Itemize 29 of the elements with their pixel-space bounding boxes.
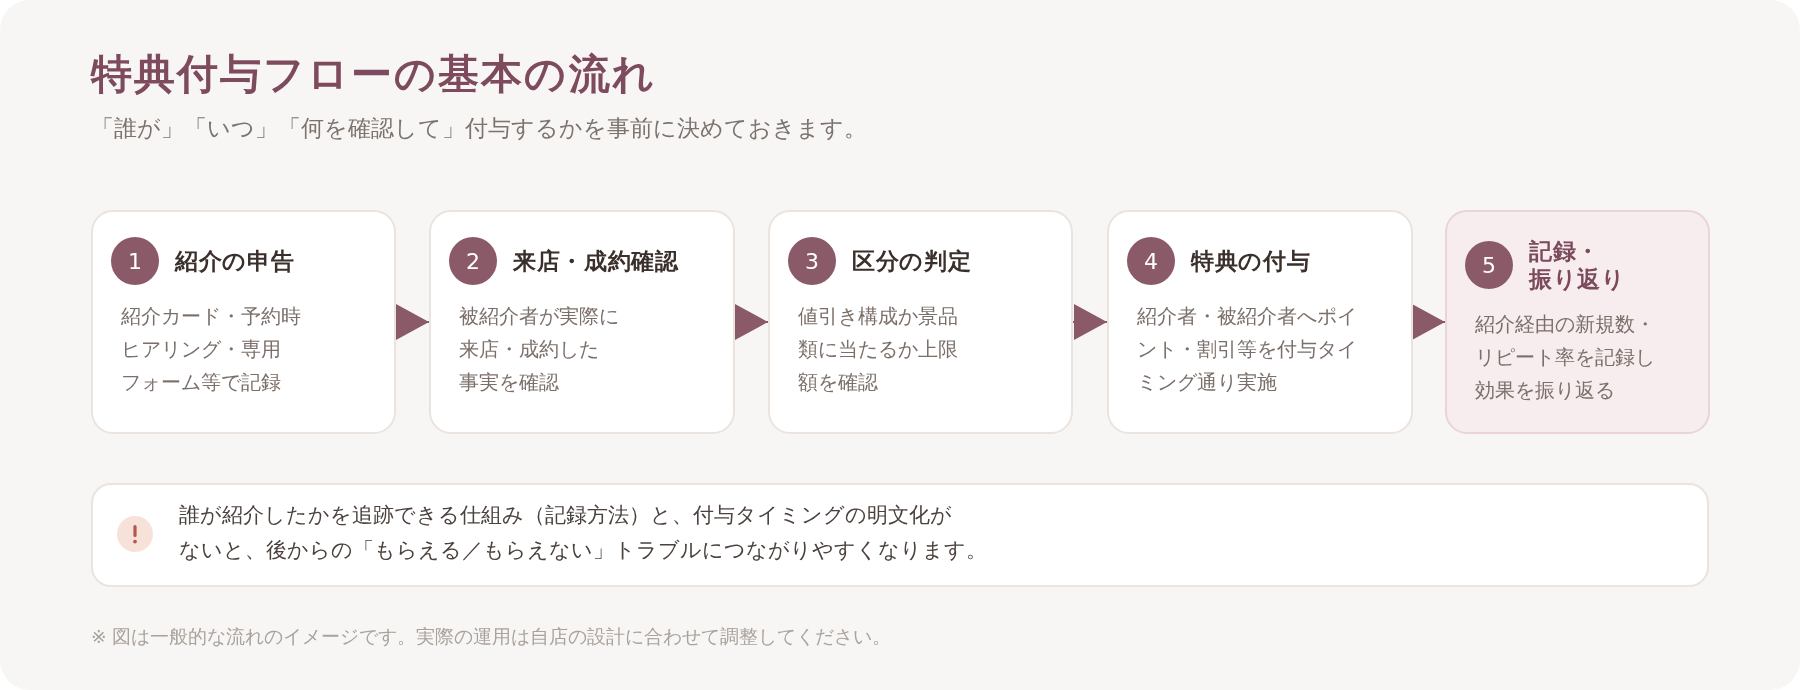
- step-description: 被紹介者が実際に来店・成約した事実を確認: [459, 304, 620, 396]
- footnote: ※ 図は一般的な流れのイメージです。実際の運用は自店の設計に合わせて調整してください。: [91, 625, 892, 649]
- arrow: [1412, 304, 1446, 340]
- arrow: [734, 304, 769, 340]
- step-description: 紹介者・被紹介者へポイント・割引等を付与タイミング通り実施: [1137, 304, 1358, 396]
- subtitle: 「誰が」「いつ」「何を確認して」付与するかを事前に決めておきます。: [91, 114, 867, 143]
- step-description: 紹介カード・予約時ヒアリング・専用フォーム等で記録: [121, 304, 302, 396]
- note-card: [91, 483, 1709, 587]
- number-badge: 5: [1465, 241, 1513, 289]
- step-card: [768, 210, 1073, 434]
- step-card: [1107, 210, 1413, 434]
- step-card: [429, 210, 735, 434]
- title: 特典付与フローの基本の流れ: [91, 49, 656, 99]
- number-badge: 1: [111, 237, 159, 285]
- step-card: [91, 210, 396, 434]
- step-heading: 記録・振り返り: [1529, 237, 1627, 293]
- arrow: [395, 304, 430, 340]
- number-badge: 3: [788, 237, 836, 285]
- step-heading: 来店・成約確認: [513, 247, 679, 275]
- step-heading: 区分の判定: [852, 247, 972, 275]
- step-card: [1445, 210, 1710, 434]
- note-text: 誰が紹介したかを追跡できる仕組み（記録方法）と、付与タイミングの明文化がないと、後からの「もらえる／もらえない」トラブルにつながりやすくなります。: [179, 502, 988, 564]
- step-description: 紹介経由の新規数・リピート率を記録し効果を振り返る: [1475, 312, 1656, 404]
- number-badge: 4: [1127, 237, 1175, 285]
- number-badge: 2: [449, 237, 497, 285]
- step-heading: 紹介の申告: [175, 247, 295, 275]
- step-description: 値引き構成か景品類に当たるか上限額を確認: [798, 304, 959, 396]
- step-heading: 特典の付与: [1191, 247, 1311, 275]
- arrow: [1072, 304, 1108, 340]
